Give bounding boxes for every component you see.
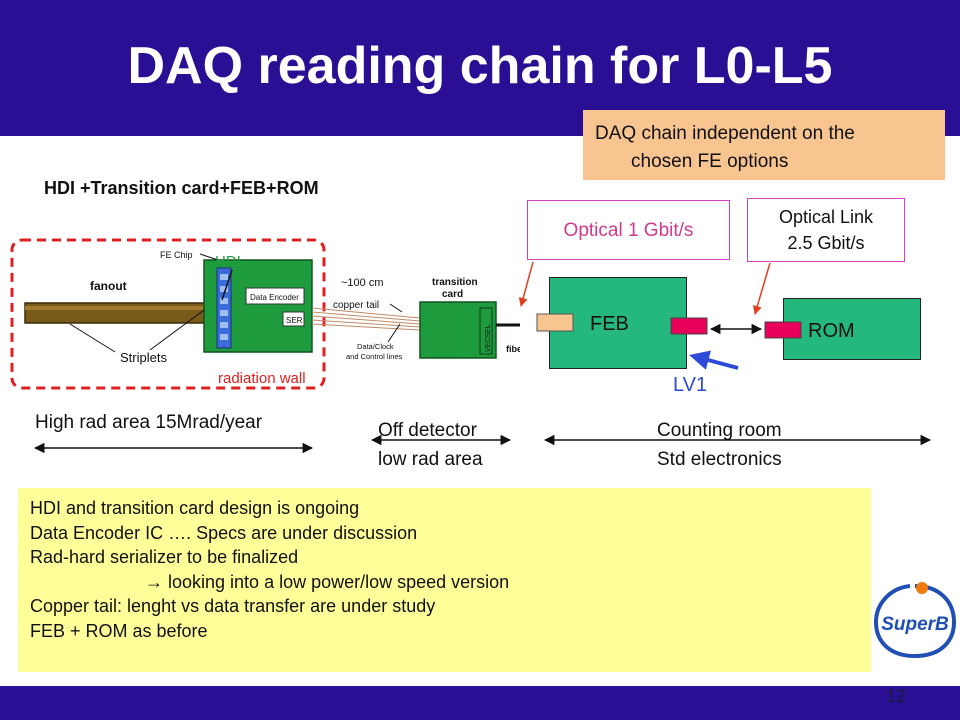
page-title: DAQ reading chain for L0-L5 xyxy=(127,37,833,95)
status-line: Copper tail: lenght vs data transfer are… xyxy=(30,596,436,616)
optical-link-line-2: 2.5 Gbit/s xyxy=(787,233,865,253)
optical-link-box: Optical Link 2.5 Gbit/s xyxy=(747,198,905,262)
rom-link-port xyxy=(764,321,802,339)
distance-label: ~100 cm xyxy=(341,277,384,289)
chain-subtitle: HDI +Transition card+FEB+ROM xyxy=(44,178,319,198)
ser-label: SER xyxy=(286,316,303,325)
logo-text: SuperB xyxy=(881,614,949,635)
counting-room-label-2: Std electronics xyxy=(657,449,782,470)
radiation-wall-label: radiation wall xyxy=(218,370,306,387)
data-clock-label-1: Data/Clock xyxy=(357,342,394,351)
ser-box xyxy=(282,311,305,327)
rom-box xyxy=(783,298,921,360)
optical-link-pointer xyxy=(752,262,771,315)
counting-room-label-1: Counting room xyxy=(657,420,782,441)
feb-label: FEB xyxy=(590,313,629,335)
logo-dot-icon xyxy=(916,582,928,594)
status-box: HDI and transition card design is ongoin… xyxy=(18,488,871,672)
off-detector-label-1: Off detector xyxy=(378,420,477,441)
feb-optical-port xyxy=(536,313,574,332)
optical-1gbit-box: Optical 1 Gbit/s xyxy=(527,200,730,260)
hdi-drawing: Data Encoder SER VECSEL FE Chip HDI fano… xyxy=(10,238,520,390)
footer-band xyxy=(0,686,960,720)
transition-label-1: transition xyxy=(432,277,478,288)
data-encoder-label: Data Encoder xyxy=(250,293,299,302)
off-detector-label-2: low rad area xyxy=(378,449,483,470)
right-arrow-icon: → xyxy=(145,571,163,592)
transition-label-2: card xyxy=(442,289,463,300)
superb-logo: SuperB xyxy=(873,582,957,659)
note-line-2: chosen FE options xyxy=(631,151,789,172)
status-line: Data Encoder IC …. Specs are under discu… xyxy=(30,522,418,543)
fanout-highlight xyxy=(25,306,215,310)
fanout-label: fanout xyxy=(90,279,127,293)
fibers-label: fibers xyxy=(506,344,520,354)
status-line: HDI and transition card design is ongoin… xyxy=(30,498,360,518)
fe-chip-label: FE Chip xyxy=(160,250,193,260)
optical-link-line-1: Optical Link xyxy=(778,207,874,227)
note-box: DAQ chain independent on the chosen FE o… xyxy=(583,110,945,180)
page-number: 12 xyxy=(885,686,907,706)
lv1-label: LV1 xyxy=(673,374,708,396)
status-line-indent: → looking into a low power/low speed ver… xyxy=(30,570,859,595)
status-line: FEB + ROM as before xyxy=(30,620,208,641)
vecsel-block xyxy=(479,307,493,355)
status-line: Rad-hard serializer to be finalized xyxy=(30,547,299,567)
copper-tail-label: copper tail xyxy=(333,300,379,311)
striplets-label: Striplets xyxy=(120,350,167,365)
feb-link-port xyxy=(670,317,708,335)
logo-ring-icon xyxy=(873,584,957,659)
data-encoder-box xyxy=(245,287,305,305)
status-line: looking into a low power/low speed versi… xyxy=(163,571,510,592)
rom-label: ROM xyxy=(808,320,855,342)
data-clock-label-2: and Control lines xyxy=(346,352,403,361)
vecsel-label: VECSEL xyxy=(485,324,492,352)
hdi-label: HDI xyxy=(215,253,241,270)
optical1-pointer xyxy=(518,261,534,307)
high-rad-label: High rad area 15Mrad/year xyxy=(35,412,263,433)
note-line-1: DAQ chain independent on the xyxy=(595,123,855,144)
lv1-arrow xyxy=(689,350,739,370)
